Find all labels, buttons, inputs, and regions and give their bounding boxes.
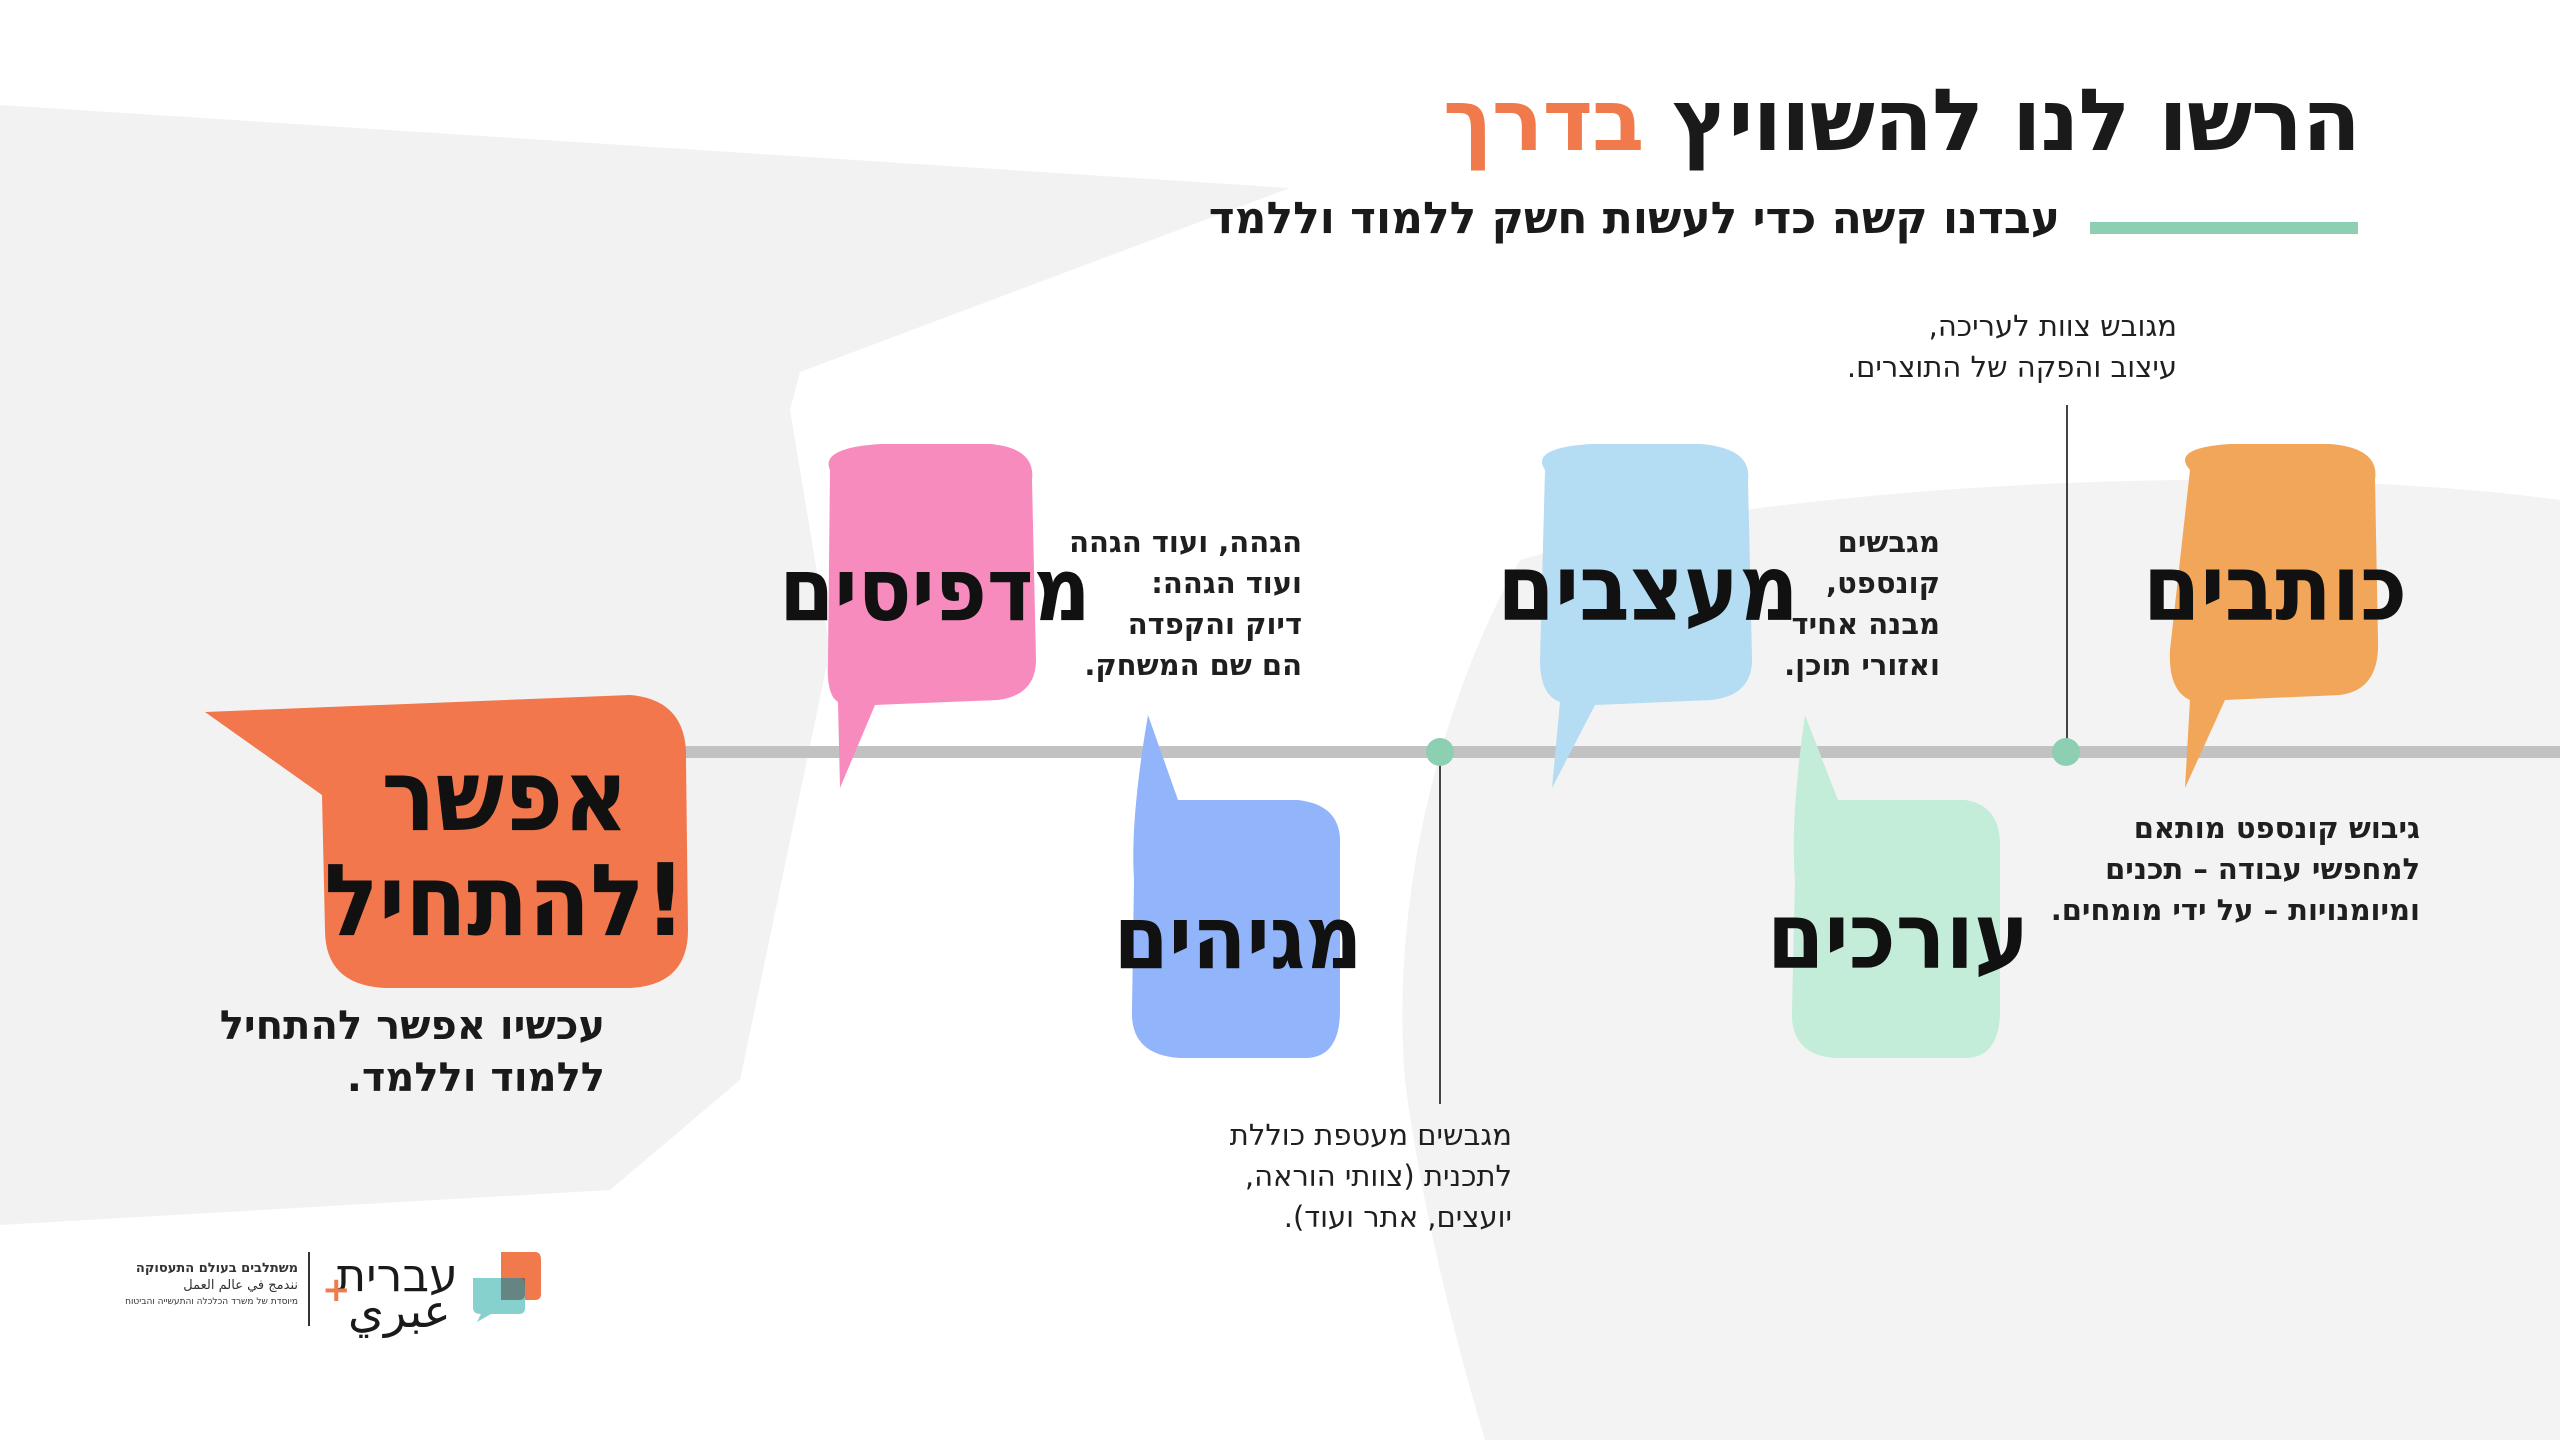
bubble-designers-label: מעצבים	[1497, 535, 1799, 642]
note-team: מגובש צוות לעריכה, עיצוב והפקה של התוצרי…	[1846, 309, 2177, 384]
page-title: הרשו לנו להשוויץ בדרך	[1443, 78, 2361, 164]
logo-hebrew: עברית	[336, 1248, 458, 1302]
bubble-proofreaders: מגיהים	[1114, 715, 1363, 1058]
bubble-proofreaders-label: מגיהים	[1114, 886, 1363, 989]
timeline-connector-team	[2066, 405, 2068, 750]
logo-arabic: عبري	[348, 1284, 451, 1338]
bubble-start-label-line1: אפשר	[381, 737, 628, 854]
subtitle-accent-line	[2090, 222, 2358, 234]
note-concept: מגבשים קונספט, מבנה אחיד ואזורי תוכן.	[1784, 525, 1940, 682]
note-proofreading: הגהה, ועוד הגהה ועוד הגהה: דיוק והקפדה ה…	[1069, 525, 1302, 682]
title-accent: בדרך	[1443, 71, 1644, 171]
start-caption: עכשיו אפשר להתחיל ללמוד וללמד.	[219, 1003, 605, 1101]
timeline-dot-team	[2052, 738, 2080, 766]
note-envelope: מגבשים מעטפת כוללת לתכנית (צוותי הוראה, …	[1229, 1118, 1512, 1234]
timeline-dot-envelope	[1426, 738, 1454, 766]
bubble-start-label-line2: להתחיל!	[324, 842, 685, 959]
logo-speech-icon	[473, 1252, 541, 1322]
title-main: הרשו לנו להשוויץ	[1672, 71, 2361, 171]
logo-separator	[308, 1252, 310, 1326]
bubble-printers: מדפיסים	[779, 444, 1091, 788]
timeline-connector-envelope	[1439, 752, 1441, 1104]
bubble-editors-label: עורכים	[1767, 883, 2029, 990]
bubble-writers-label: כותבים	[2143, 535, 2407, 642]
bubble-editors: עורכים	[1767, 715, 2029, 1058]
logo: עברית عبري + משתלבים בעולם התעסוקה نندمج…	[108, 1248, 548, 1338]
bubble-designers: מעצבים	[1497, 444, 1799, 788]
bubble-printers-label: מדפיסים	[779, 538, 1090, 641]
bubble-writers: כותבים	[2143, 444, 2407, 788]
page-subtitle: עבדנו קשה כדי לעשות חשק ללמוד וללמד	[1208, 193, 2060, 244]
note-writers-description: גיבוש קונספט מותאם למחפשי עבודה – תכנים …	[2050, 811, 2420, 927]
timeline-line	[650, 746, 2560, 758]
logo-plus: +	[322, 1270, 351, 1310]
bubble-start: אפשר להתחיל!	[205, 695, 688, 988]
logo-tagline: משתלבים בעולם התעסוקה نندمج في عالم العم…	[125, 1261, 298, 1307]
